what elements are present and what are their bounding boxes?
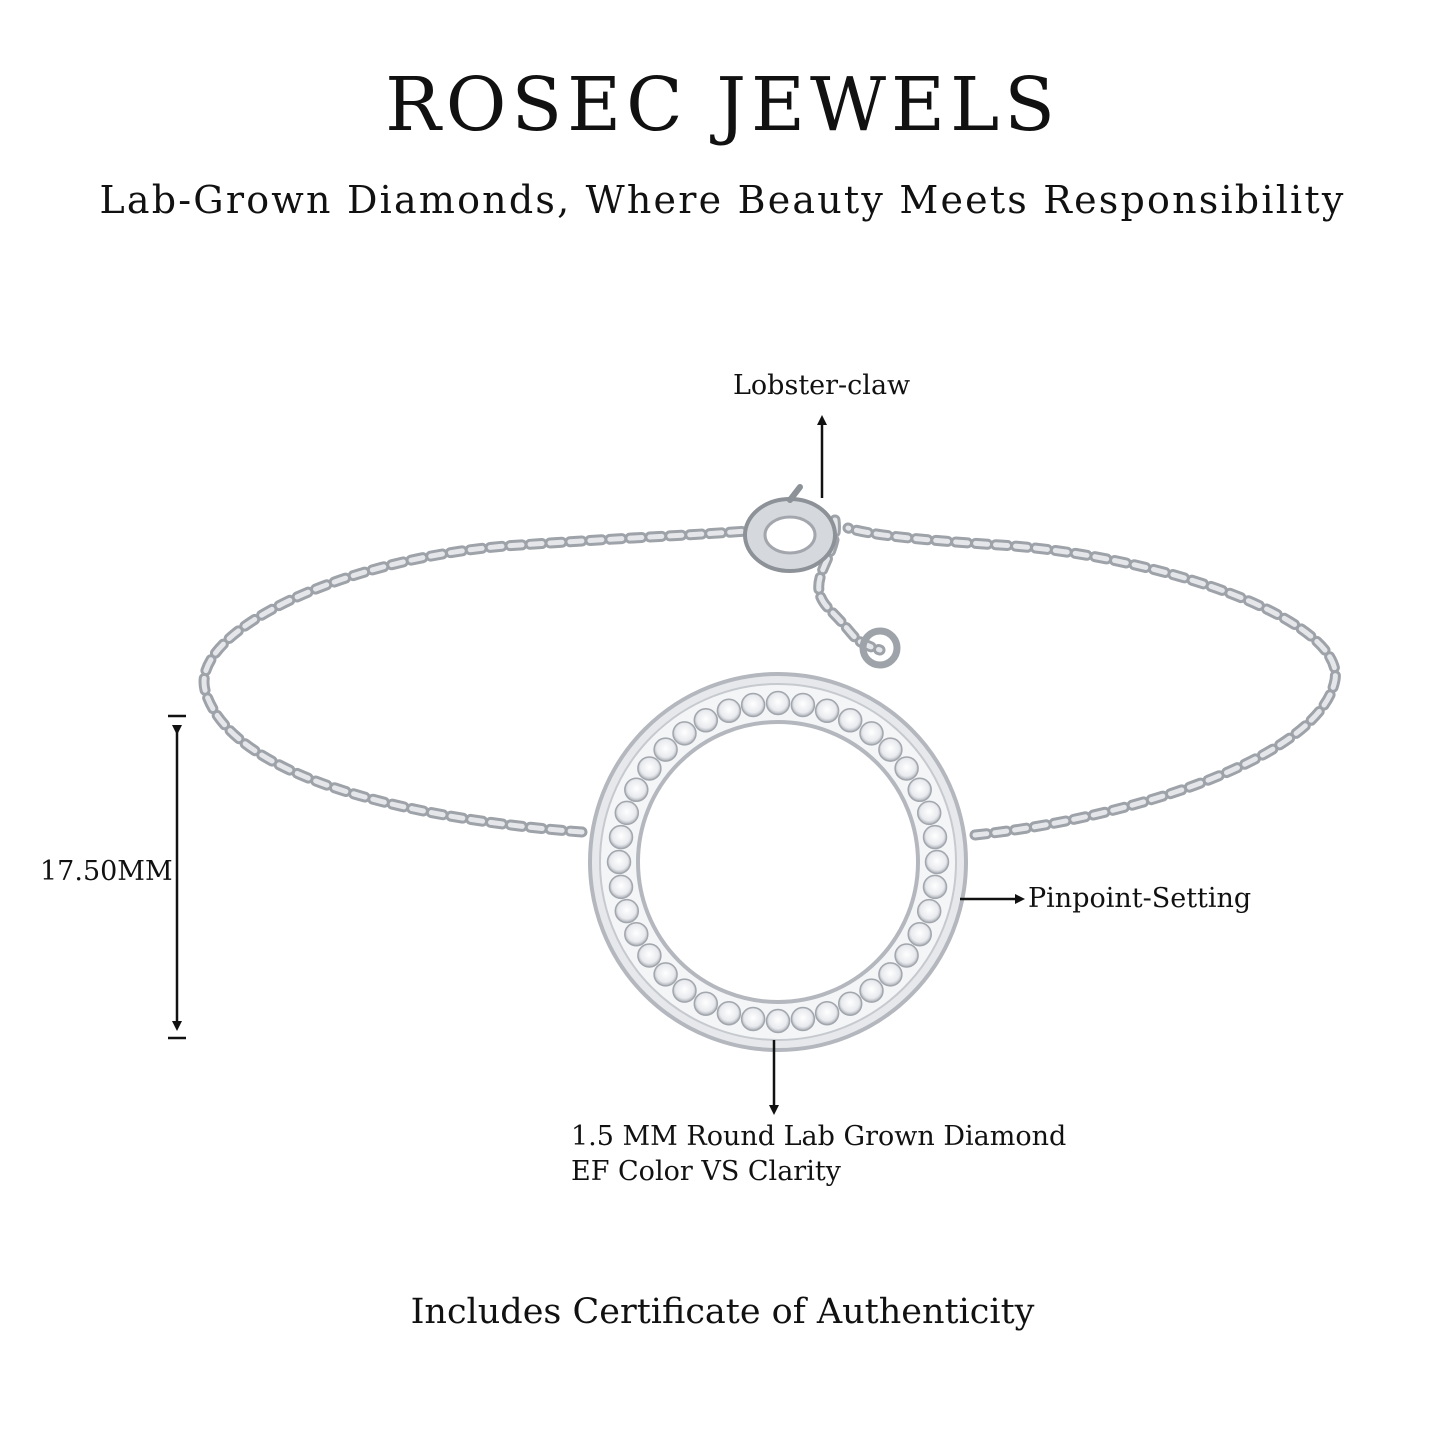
- diamond-stone-icon: [614, 898, 640, 924]
- diamond-stone-icon: [922, 874, 948, 900]
- diamond-stone-icon: [740, 692, 766, 718]
- setting-label: Pinpoint-Setting: [1028, 883, 1252, 914]
- diamond-stone-icon: [608, 824, 634, 850]
- diamond-stone-icon: [814, 698, 840, 724]
- diamond-stone-icon: [907, 921, 932, 947]
- diamond-stone-icon: [765, 690, 791, 716]
- diamond-stone-icon: [740, 1006, 766, 1032]
- clasp-label: Lobster-claw: [733, 370, 911, 401]
- diamond-stone-icon: [606, 849, 632, 875]
- diamond-stone-icon: [637, 943, 662, 968]
- diamond-stone-icon: [693, 708, 719, 733]
- diamond-stone-icon: [653, 737, 678, 762]
- diamond-stone-icon: [922, 824, 948, 850]
- diamond-stone-icon: [837, 991, 863, 1016]
- brand-title: ROSEC JEWELS: [385, 62, 1060, 148]
- diamond-stone-icon: [790, 692, 816, 718]
- diamond-stone-icon: [765, 1008, 791, 1034]
- diamond-stone-icon: [637, 756, 662, 781]
- diamond-stone-icon: [859, 978, 884, 1003]
- diamond-stone-icon: [716, 698, 742, 724]
- diamond-stone-icon: [672, 978, 697, 1003]
- diamond-stone-icon: [878, 737, 903, 762]
- diamond-stone-icon: [907, 777, 932, 803]
- brand-tagline: Lab-Grown Diamonds, Where Beauty Meets R…: [99, 178, 1346, 222]
- diamond-stone-icon: [894, 756, 919, 781]
- diamond-stone-icon: [814, 1000, 840, 1026]
- diamond-stone-icon: [614, 800, 640, 826]
- diamond-stone-icon: [924, 849, 950, 875]
- jump-ring: [859, 627, 901, 669]
- diamond-stone-icon: [624, 921, 649, 947]
- height-label: 17.50MM: [40, 856, 173, 887]
- stone-label-line1: 1.5 MM Round Lab Grown Diamond: [571, 1121, 1067, 1152]
- diamond-stone-icon: [624, 777, 649, 803]
- diamond-stone-icon: [653, 962, 678, 987]
- diamond-stone-icon: [837, 708, 863, 733]
- diamond-stone-icon: [916, 800, 942, 826]
- diamond-stone-icon: [859, 721, 884, 746]
- circle-pendant: [588, 672, 968, 1052]
- certificate-note: Includes Certificate of Authenticity: [410, 1292, 1035, 1332]
- lobster-clasp-icon: [743, 484, 837, 573]
- stone-label-line2: EF Color VS Clarity: [571, 1156, 841, 1187]
- diamond-stone-icon: [672, 721, 697, 746]
- diamond-stone-icon: [693, 991, 719, 1016]
- diamond-stone-icon: [894, 943, 919, 968]
- diamond-stone-icon: [608, 874, 634, 900]
- diamond-stone-icon: [790, 1006, 816, 1032]
- diamond-stone-icon: [716, 1000, 742, 1026]
- diamond-stone-icon: [916, 898, 942, 924]
- diamond-stone-icon: [878, 962, 903, 987]
